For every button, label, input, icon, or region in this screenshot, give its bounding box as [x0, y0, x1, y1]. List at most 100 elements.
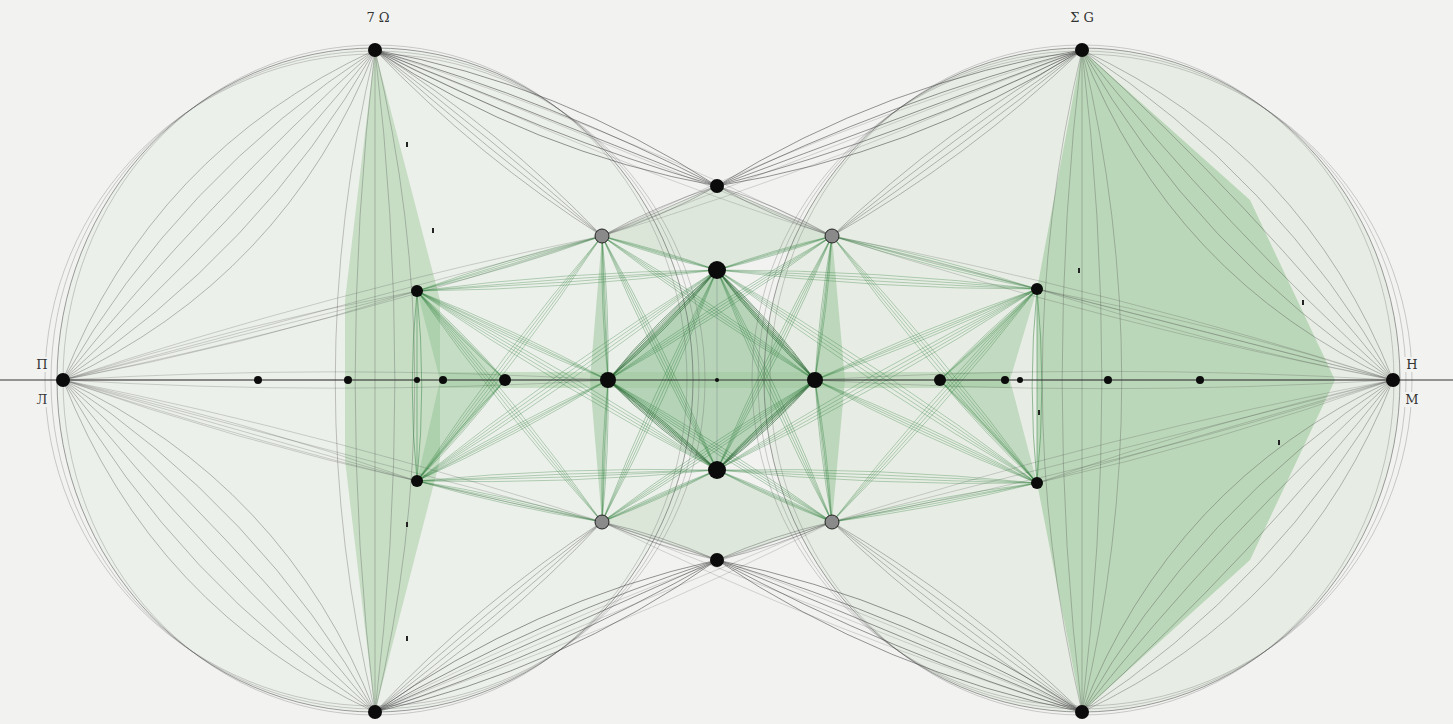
tick-mark — [406, 636, 408, 641]
thin-line — [608, 380, 717, 470]
thin-line — [717, 236, 832, 470]
thin-line — [63, 50, 375, 380]
thin-line — [63, 380, 417, 481]
thin-line — [63, 380, 375, 712]
thin-line — [815, 380, 832, 522]
thin-line — [602, 236, 608, 380]
thin-line — [1082, 380, 1393, 712]
vertex-dot — [708, 261, 726, 279]
thin-line — [602, 50, 1082, 236]
thin-line — [940, 380, 1037, 483]
thin-line — [417, 380, 505, 481]
thin-line — [717, 270, 815, 380]
thin-line — [1037, 289, 1038, 483]
thin-line — [832, 236, 1037, 483]
thin-line — [608, 380, 717, 470]
thin-line — [717, 236, 832, 270]
thin-line — [375, 522, 832, 712]
thin-line — [602, 186, 717, 236]
thin-line — [832, 236, 1037, 289]
tick-mark — [1038, 410, 1040, 415]
thin-line — [63, 380, 375, 712]
thin-line — [602, 270, 717, 522]
thin-line — [815, 380, 1393, 389]
thin-line — [940, 289, 1037, 380]
thin-line — [417, 380, 608, 481]
vertex-dot — [368, 705, 382, 719]
green-plane — [602, 470, 832, 560]
thin-line — [417, 470, 717, 482]
thin-line — [417, 291, 602, 522]
thin-line — [375, 50, 717, 186]
thin-line — [717, 270, 815, 380]
thin-line — [602, 236, 815, 380]
thin-line — [717, 270, 815, 380]
thin-line — [602, 236, 815, 380]
tick-mark — [406, 522, 408, 527]
thin-line — [815, 380, 1037, 483]
thin-line — [417, 291, 602, 522]
axis-label: M — [1403, 392, 1420, 407]
thin-line — [815, 380, 832, 522]
thin-line — [602, 522, 1082, 712]
thin-line — [417, 236, 602, 291]
thin-line — [717, 236, 832, 270]
thin-line — [1082, 50, 1393, 380]
thin-line — [417, 291, 602, 522]
thin-line — [717, 236, 832, 470]
thin-line — [717, 236, 832, 470]
thin-line — [375, 50, 415, 712]
thin-line — [717, 236, 832, 470]
thin-line — [602, 50, 1082, 236]
thin-line — [717, 470, 1037, 484]
thin-line — [717, 522, 832, 560]
thin-line — [940, 289, 1037, 380]
thin-line — [602, 522, 1082, 712]
grey-vertex — [595, 515, 609, 529]
vertex-dot — [708, 461, 726, 479]
thin-line — [717, 186, 832, 236]
thin-line — [1082, 50, 1393, 380]
thin-line — [832, 236, 1393, 380]
thin-line — [717, 470, 832, 522]
thin-line — [717, 50, 1082, 186]
thin-line — [1082, 380, 1393, 712]
thin-line — [602, 236, 717, 270]
thin-line — [608, 380, 717, 470]
thin-line — [1082, 380, 1393, 712]
thin-line — [815, 236, 832, 380]
thin-line — [608, 236, 832, 380]
thin-line — [417, 236, 602, 481]
vertex-dot — [1017, 377, 1023, 383]
thin-line — [417, 291, 608, 380]
thin-line — [602, 470, 717, 522]
thin-line — [63, 50, 375, 380]
thin-line — [940, 380, 1037, 483]
vertex-dot — [710, 179, 724, 193]
thin-line — [717, 270, 1037, 483]
thin-line — [375, 50, 395, 712]
thin-line — [717, 470, 832, 522]
thin-line — [717, 470, 832, 522]
thin-line — [717, 380, 815, 470]
thin-line — [602, 236, 717, 270]
thin-line — [608, 380, 832, 522]
thin-line — [815, 380, 1037, 483]
vertex-dot — [1001, 376, 1009, 384]
thin-line — [417, 236, 602, 291]
thin-line — [417, 380, 608, 481]
thin-line — [832, 236, 1393, 380]
thin-line — [602, 522, 717, 560]
thin-line — [375, 560, 717, 712]
thin-line — [63, 380, 417, 481]
thin-line — [832, 236, 1393, 380]
thin-line — [815, 380, 832, 522]
thin-line — [602, 236, 608, 380]
thin-line — [63, 380, 375, 712]
green-plane — [608, 270, 815, 470]
thin-line — [63, 380, 608, 388]
thin-line — [417, 291, 608, 380]
thin-line — [417, 236, 602, 481]
thin-line — [832, 483, 1037, 522]
